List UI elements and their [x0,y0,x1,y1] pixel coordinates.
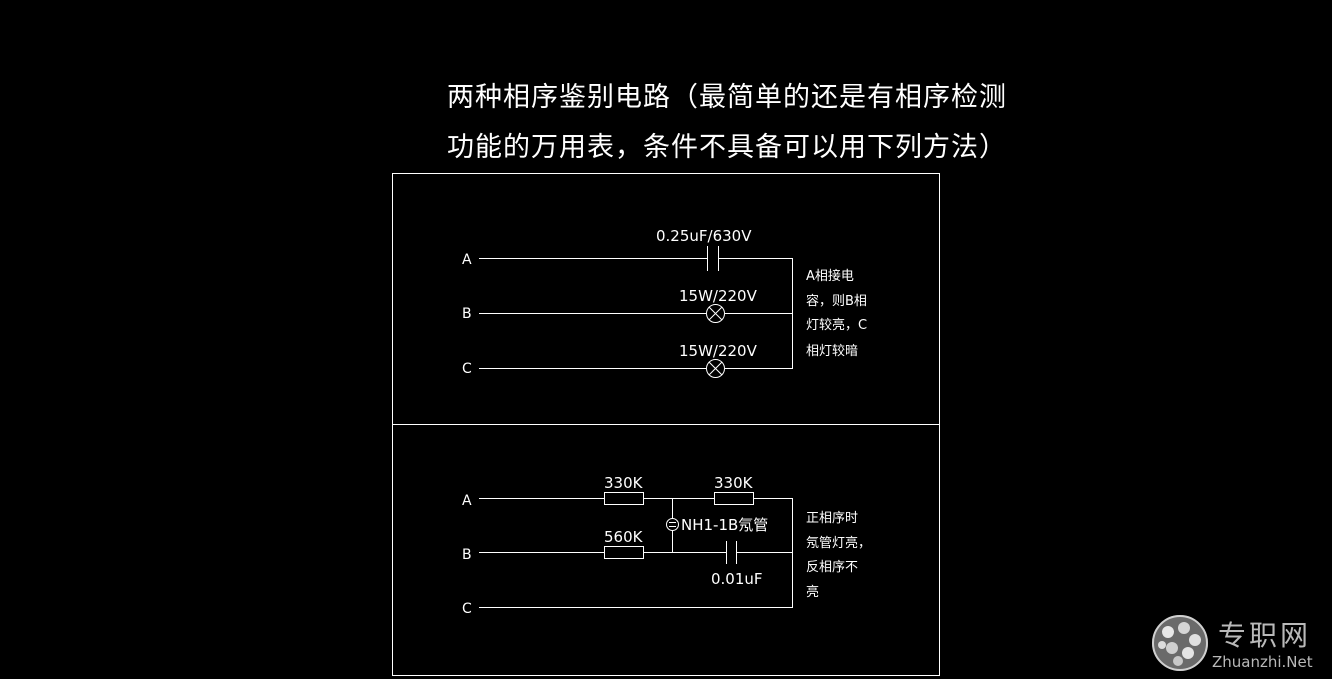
circuit2-resistor-3-label: 560K [604,528,644,546]
circuit2-phase-c-label: C [462,601,472,617]
circuit1-lamp-c-cross-2 [708,361,723,376]
circuit1-lamp-b-cross-2 [708,306,723,321]
circuit2-resistor-2 [714,492,754,505]
circuit1-lamp-c-label: 15W/220V [679,342,758,360]
circuit2-phase-b-label: B [462,547,472,563]
circuit1-capacitor-label: 0.25uF/630V [656,227,752,245]
watermark-en-text: Zhuanzhi.Net [1212,653,1313,671]
panel-frames [392,173,940,676]
circuit2-capacitor-label: 0.01uF [711,570,763,588]
circuit2-resistor-3 [604,546,644,559]
watermark-cn-text: 专职网 [1218,619,1311,652]
circuit1-lamp-c [706,359,725,378]
title-line-1: 两种相序鉴别电路（最简单的还是有相序检测 [447,82,1007,113]
circuit2-phase-a-label: A [462,493,472,509]
circuit1-lamp-b [706,304,725,323]
watermark-ball-icon [1152,615,1208,671]
circuit1-note-line-1: A相接电 [806,268,854,284]
circuit2-resistor-1 [604,492,644,505]
circuit1-note-line-4: 相灯较暗 [806,344,858,359]
circuit2-note-line-1: 正相序时 [806,511,858,526]
circuit2-note-line-3: 反相序不 [806,560,858,575]
circuit2-resistor-1-label: 330K [604,474,644,492]
circuit1-phase-a-label: A [462,252,472,268]
circuit1-lamp-b-label: 15W/220V [679,287,758,305]
circuit2-note-line-4: 亮 [806,584,819,600]
circuit2-resistor-2-label: 330K [714,474,754,492]
circuit2-neon-label: NH1-1B氖管 [681,516,768,534]
watermark: 专职网 Zhuanzhi.Net [1152,615,1313,671]
title-line-2: 功能的万用表，条件不具备可以用下列方法） [447,132,1007,163]
circuit2-note-line-2: 氖管灯亮， [806,535,871,551]
circuit1-note-line-2: 容，则B相 [806,293,867,309]
circuit2-neon-tube-icon [666,518,679,531]
circuit1-phase-c-label: C [462,361,472,377]
circuit1-note-line-3: 灯较亮，C [806,317,867,333]
circuit1-phase-b-label: B [462,306,472,322]
circuit-2: A B C 3 [462,474,871,617]
circuit-1: A B C 0.25uF/630V 15W/220V 15W/220V [462,227,867,378]
